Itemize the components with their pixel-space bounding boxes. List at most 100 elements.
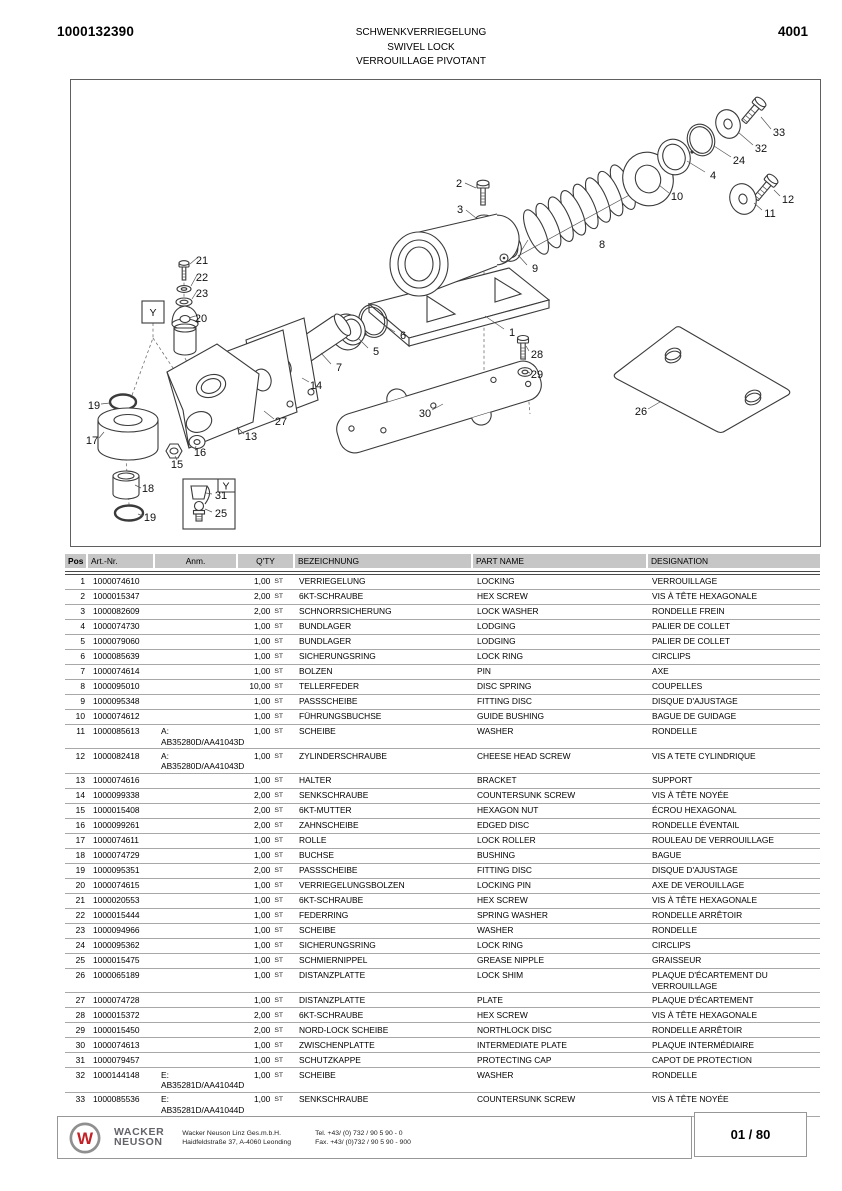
cell-pos: 12 [75, 750, 85, 761]
cell-designation: DISQUE D'AJUSTAGE [652, 865, 738, 875]
qty-unit: ST [274, 1026, 283, 1034]
page-title: SCHWENKVERRIEGELUNG SWIVEL LOCK VERROUIL… [0, 26, 842, 70]
tel-line: Tel. +43/ (0) 732 / 90 5 90 - 0 [315, 1129, 403, 1137]
part-disc-springs-8 [517, 164, 645, 257]
cell-anm [155, 820, 238, 832]
cell-bezeichnung: HALTER [299, 775, 332, 785]
qty-value: 2,00 [254, 606, 271, 616]
cell-art-nr: 1000015475 [93, 955, 140, 965]
part-hex-screw-2 [476, 179, 490, 206]
cell-designation: CIRCLIPS [652, 651, 691, 661]
cell-art-nr: 1000144148 [93, 1069, 140, 1080]
title-french: VERROUILLAGE PIVOTANT [356, 56, 486, 67]
cell-pos: 9 [80, 696, 85, 706]
cell-pos: 15 [75, 805, 85, 815]
cell-pos: 17 [75, 835, 85, 845]
cell-designation: VERROUILLAGE [652, 576, 718, 586]
qty-value: 1,00 [254, 711, 271, 721]
cell-bezeichnung: 6KT-SCHRAUBE [299, 895, 364, 905]
part-washer-32 [715, 109, 741, 139]
brand-line-2: NEUSON [114, 1135, 163, 1148]
cell-pos: 20 [75, 880, 85, 890]
cell-art-nr: 1000074728 [93, 994, 140, 1005]
part-lock-shim-26 [613, 326, 791, 434]
callout-32: 32 [755, 143, 767, 155]
cell-part-name: GUIDE BUSHING [477, 711, 545, 721]
cell-pos: 27 [75, 994, 85, 1005]
cell-pos: 19 [75, 865, 85, 875]
cell-anm [155, 925, 238, 937]
title-german: SCHWENKVERRIEGELUNG [355, 27, 487, 38]
cell-part-name: INTERMEDIATE PLATE [477, 1039, 567, 1050]
cell-bezeichnung: BUNDLAGER [299, 621, 352, 631]
cell-anm [155, 835, 238, 847]
cell-designation: PLAQUE INTERMÉDIAIRE [652, 1039, 754, 1050]
qty-value: 1,00 [254, 696, 271, 706]
cell-anm: A: AB35280D/AA41043D [161, 726, 245, 747]
cell-part-name: HEX SCREW [477, 591, 528, 601]
cell-designation: RONDELLE ÉVENTAIL [652, 820, 740, 830]
callout-7: 7 [336, 362, 342, 374]
callout-17: 17 [86, 435, 98, 447]
part-circlip-24 [686, 123, 716, 157]
brand-wordmark: WACKER NEUSON [114, 1126, 165, 1148]
cell-designation: RONDELLE [652, 1069, 698, 1080]
cell-pos: 33 [75, 1094, 85, 1104]
cell-designation: RONDELLE ARRÊTOIR [652, 1024, 743, 1035]
company-phones: Tel. +43/ (0) 732 / 90 5 90 - 0 Fax. +43… [315, 1129, 411, 1147]
cell-anm [155, 775, 238, 787]
cell-pos: 24 [75, 940, 85, 950]
cell-part-name: COUNTERSUNK SCREW [477, 1094, 576, 1104]
cell-designation: ROULEAU DE VERROUILLAGE [652, 835, 774, 845]
cell-designation: AXE [652, 666, 669, 676]
qty-value: 2,00 [254, 1024, 271, 1035]
cell-part-name: LOCK ROLLER [477, 835, 536, 845]
cell-art-nr: 1000074611 [93, 835, 139, 845]
cell-designation: VIS À TÊTE NOYÉE [652, 790, 729, 800]
qty-value: 1,00 [254, 666, 271, 676]
cell-part-name: LODGING [477, 621, 516, 631]
group-code: 4001 [777, 24, 808, 39]
cell-designation: RONDELLE ARRÊTOIR [652, 910, 743, 920]
cell-part-name: FITTING DISC [477, 865, 532, 875]
qty-unit: ST [274, 996, 283, 1004]
qty-unit: ST [274, 942, 283, 949]
cell-bezeichnung: SCHEIBE [299, 726, 336, 736]
cell-bezeichnung: SICHERUNGSRING [299, 651, 376, 661]
callout-labels: 2 3 33 32 24 4 10 12 11 8 9 21 22 23 20 … [86, 127, 794, 524]
cell-art-nr: 1000095348 [93, 696, 140, 706]
cell-art-nr: 1000015444 [93, 910, 140, 920]
callout-30: 30 [419, 408, 431, 420]
col-header-part-name: PART NAME [473, 554, 646, 568]
cell-part-name: CHEESE HEAD SCREW [477, 750, 571, 761]
cell-designation: BAGUE [652, 850, 682, 860]
part-fitting-disc-19b [113, 504, 145, 522]
qty-unit: ST [274, 822, 283, 829]
qty-value: 1,00 [254, 940, 271, 950]
part-lodging-ring-4 [657, 138, 691, 176]
cell-pos: 1 [80, 576, 85, 586]
brand-line-1: WACKER [114, 1126, 165, 1138]
cell-pos: 30 [75, 1039, 85, 1050]
cell-part-name: LOCK RING [477, 651, 524, 661]
cell-bezeichnung: FÜHRUNGSBUCHSE [299, 711, 382, 721]
qty-value: 1,00 [254, 955, 271, 965]
